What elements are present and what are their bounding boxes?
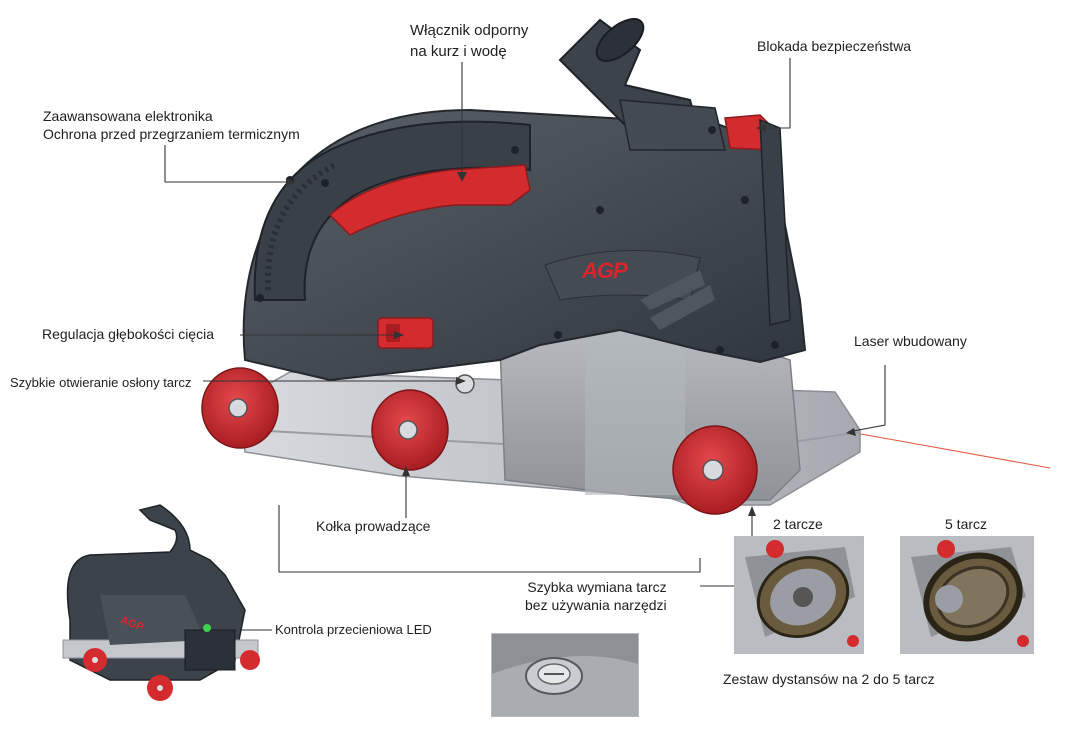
brand-logo: AGP [582, 258, 628, 283]
label-safety-lock: Blokada bezpieczeństwa [757, 38, 912, 54]
label-overload-led: Kontrola przecieniowa LED [275, 622, 432, 637]
power-switch [328, 164, 531, 236]
label-blade-change: Szybka wymiana tarcz bez używania narzęd… [525, 579, 667, 613]
guide-wheel-front-left [371, 389, 449, 471]
guide-wheel-front-right [672, 425, 758, 515]
label-laser: Laser wbudowany [854, 333, 967, 349]
label-guard-open: Szybkie otwieranie osłony tarcz [10, 375, 192, 390]
laser-beam [849, 431, 1051, 469]
label-switch: Włącznik odporny na kurz i wodę [410, 22, 529, 60]
label-depth-adjust: Regulacja głębokości cięcia [42, 326, 214, 342]
guide-wheel-rear-left [201, 367, 279, 449]
thumbnail-five-blades [900, 536, 1034, 654]
label-guide-wheels: Kołka prowadzące [316, 518, 431, 534]
thumbnail-two-blades [734, 536, 864, 654]
thumbnail-blade-nut [491, 633, 639, 717]
label-five-blades: 5 tarcz [945, 516, 988, 532]
leader-lines [164, 58, 886, 631]
label-electronics: Zaawansowana elektronika Ochrona przed p… [43, 108, 300, 142]
label-two-blades: 2 tarcze [773, 516, 823, 532]
label-spacer-set: Zestaw dystansów na 2 do 5 tarcz [723, 671, 935, 687]
